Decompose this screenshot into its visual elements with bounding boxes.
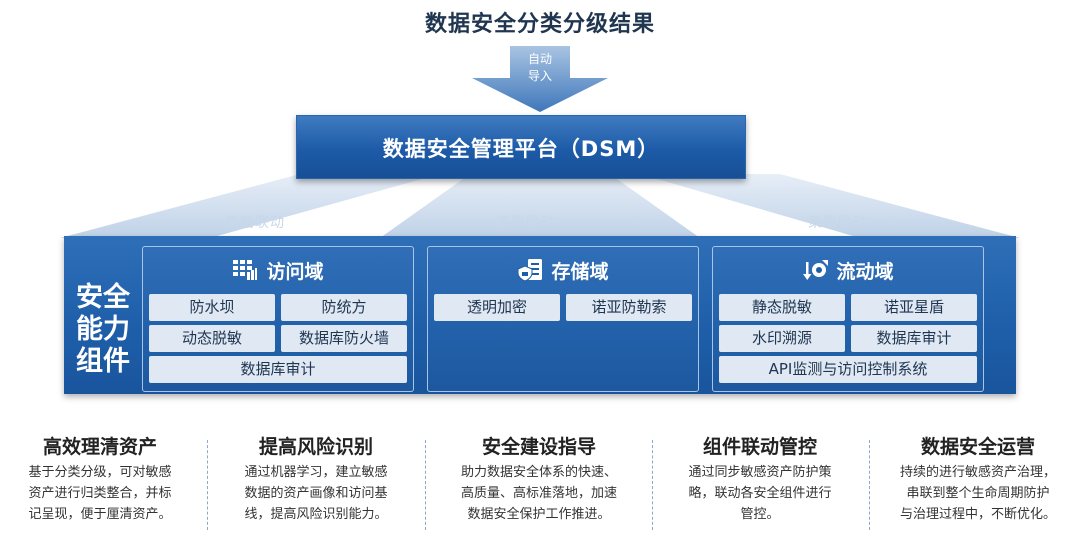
feature-desc: 通过机器学习，建立敏感 数据的资产画像和访问基 线，提高风险识别能力。 [216, 462, 416, 525]
auto-import-label: 自动 导入 [505, 51, 575, 85]
feature-desc-line: 与治理过程中，不断优化。 [899, 507, 1056, 522]
feature-title: 提高风险识别 [258, 436, 373, 458]
domain-access: 访问域 防水坝 防统方 动态脱敏 数据库防火墙 数据库审计 [142, 246, 414, 392]
dsm-label: 数据安全管理平台（DSM） [382, 137, 660, 161]
feature-desc: 持续的进行敏感资产治理， 串联到整个生命周期防护 与治理过程中，不断优化。 [876, 462, 1080, 525]
policy-link-label-3: 策略联动 [808, 215, 868, 231]
feature-desc: 通过同步敏感资产防护策 略，联动各安全组件进行 管控。 [660, 462, 860, 525]
feature-desc-line: 资产进行归类整合，并标 [28, 486, 172, 501]
domain-storage-title: 存储域 [551, 260, 609, 283]
feature-desc-line: 通过同步敏感资产防护策 [688, 465, 832, 480]
chip-item: 防统方 [281, 294, 407, 321]
feature-desc-line: 数据安全保护工作推进。 [467, 507, 611, 522]
feature-divider [869, 440, 870, 530]
chip-item: 水印溯源 [719, 325, 845, 352]
feature-desc: 基于分类分级，可对敏感 资产进行归类整合，并标 记呈现，便于厘清资产。 [0, 462, 200, 525]
policy-beams [60, 174, 1020, 238]
chip-item: 数据库防火墙 [281, 325, 407, 352]
security-components-label: 安全 能力 组件 [70, 282, 136, 378]
chip-item: 诺亚星盾 [851, 294, 977, 321]
feature-title: 安全建设指导 [481, 436, 596, 458]
policy-link-label-2: 策略联动 [496, 215, 556, 231]
chip-item: 透明加密 [434, 294, 560, 321]
chip-item: 诺亚防勒索 [566, 294, 692, 321]
feature-title: 高效理清资产 [42, 436, 157, 458]
diagram-title: 数据安全分类分级结果 [424, 12, 655, 37]
feature-desc-line: 高质量、高标准落地，加速 [460, 486, 617, 501]
feature-desc-line: 线，提高风险识别能力。 [244, 507, 388, 522]
chip-item: 动态脱敏 [149, 325, 275, 352]
domain-flow-title: 流动域 [836, 260, 894, 283]
chip-item: API监测与访问控制系统 [719, 356, 977, 383]
panel-label-line2: 能力 [76, 314, 130, 345]
auto-import-line1: 自动 [527, 52, 552, 66]
feature-desc-line: 管控。 [740, 507, 780, 522]
flow-icon [803, 260, 829, 280]
auto-import-arrow [472, 46, 608, 112]
feature-divider [425, 440, 426, 530]
feature-title: 组件联动管控 [702, 436, 817, 458]
chip-item: 数据库审计 [149, 356, 407, 383]
panel-label-line1: 安全 [76, 282, 130, 313]
chip-item: 静态脱敏 [719, 294, 845, 321]
feature-divider [652, 440, 653, 530]
feature-desc-line: 串联到整个生命周期防护 [906, 486, 1050, 501]
chip-item: 防水坝 [149, 294, 275, 321]
feature-desc-line: 记呈现，便于厘清资产。 [28, 507, 172, 522]
dsm-platform-box: 数据安全管理平台（DSM） [296, 115, 746, 179]
domain-flow: 流动域 静态脱敏 诺亚星盾 水印溯源 数据库审计 API监测与访问控制系统 [712, 246, 984, 392]
policy-link-label-1: 策略联动 [225, 215, 285, 231]
feature-title: 数据安全运营 [920, 436, 1035, 458]
feature-desc-line: 数据的资产画像和访问基 [244, 486, 388, 501]
panel-label-line3: 组件 [76, 346, 130, 377]
domain-access-title: 访问域 [266, 260, 324, 283]
feature-desc: 助力数据安全体系的快速、 高质量、高标准落地，加速 数据安全保护工作推进。 [432, 462, 646, 525]
feature-desc-line: 持续的进行敏感资产治理， [899, 465, 1056, 480]
feature-desc-line: 助力数据安全体系的快速、 [460, 465, 617, 480]
auto-import-line2: 导入 [527, 69, 552, 83]
feature-desc-line: 通过机器学习，建立敏感 [244, 465, 388, 480]
database-shield-icon [517, 259, 543, 282]
chip-item: 数据库审计 [851, 325, 977, 352]
domain-storage: 存储域 透明加密 诺亚防勒索 [427, 246, 699, 392]
feature-divider [207, 440, 208, 530]
grid-icon [233, 260, 258, 280]
feature-desc-line: 略，联动各安全组件进行 [688, 486, 832, 501]
feature-desc-line: 基于分类分级，可对敏感 [28, 465, 172, 480]
